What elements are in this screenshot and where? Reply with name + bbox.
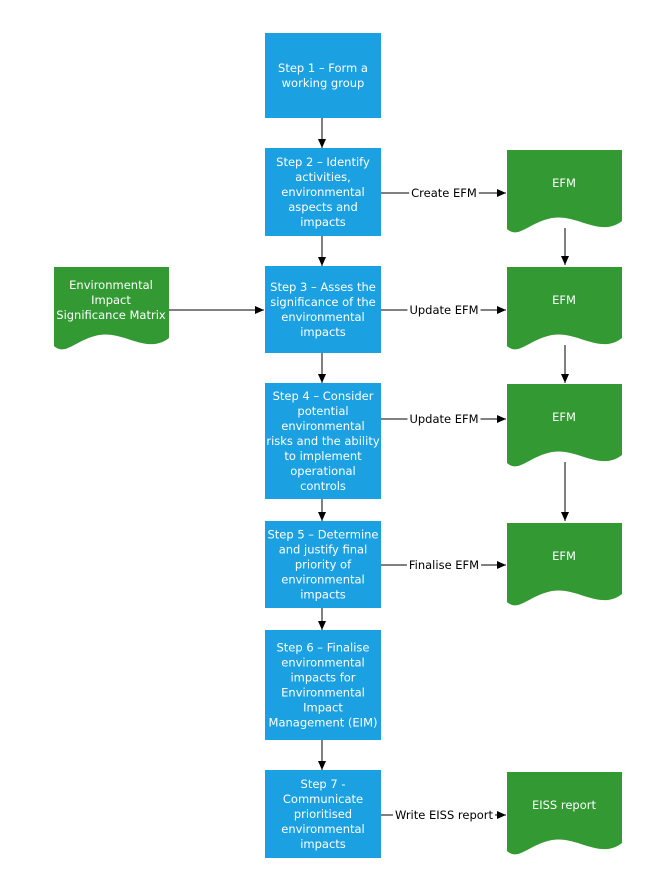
eiss-report-document: EISS report — [507, 772, 622, 855]
label-line: risks and the ability — [266, 434, 379, 448]
edge-label-create-efm: Create EFM — [409, 185, 479, 201]
label-line: impacts — [300, 837, 346, 851]
label-line: EFM — [552, 410, 576, 424]
label-line: working group — [282, 76, 365, 90]
label-line: Step 3 – Asses the — [270, 280, 376, 294]
label-line: environmental — [281, 310, 364, 324]
label-line: Step 7 - — [301, 777, 346, 791]
label-line: Management (EIM) — [269, 716, 378, 730]
efm-document-1: EFM — [507, 150, 622, 233]
label-line: environmental — [281, 573, 364, 587]
eiss-report-label: EISS report — [532, 798, 597, 812]
svg-text:Update EFM: Update EFM — [409, 303, 478, 317]
edge-label-write-eiss-report: Write EISS report — [392, 807, 496, 823]
label-line: EISS report — [532, 798, 597, 812]
label-line: prioritised — [294, 807, 352, 821]
label-line: aspects and — [288, 200, 358, 214]
label-line: activities, — [295, 170, 351, 184]
label-line: impacts — [300, 215, 346, 229]
label-line: Environmental — [69, 278, 153, 292]
label-line: Significance Matrix — [56, 308, 166, 322]
label-line: Step 5 – Determine — [267, 528, 378, 542]
label-line: potential — [297, 404, 348, 418]
svg-text:Create EFM: Create EFM — [411, 186, 477, 200]
efm-document-2: EFM — [507, 267, 622, 350]
svg-text:Update EFM: Update EFM — [409, 412, 478, 426]
label-line: controls — [300, 479, 346, 493]
label-line: to implement — [284, 449, 362, 463]
label-line: Step 4 – Consider — [273, 389, 374, 403]
efm-document-2-label: EFM — [552, 293, 576, 307]
svg-text:Write EISS report: Write EISS report — [395, 808, 494, 822]
label-line: and justify final — [279, 543, 368, 557]
label-line: environmental — [281, 656, 364, 670]
label-line: environmental — [281, 185, 364, 199]
efm-document-3-label: EFM — [552, 410, 576, 424]
label-line: Step 2 – Identify — [276, 155, 370, 169]
label-line: priority of — [295, 558, 352, 572]
label-line: Impact — [91, 293, 131, 307]
efm-document-4: EFM — [507, 523, 622, 606]
efm-document-1-label: EFM — [552, 176, 576, 190]
edge-label-update-efm-1: Update EFM — [407, 302, 481, 318]
label-line: environmental — [281, 419, 364, 433]
label-line: EFM — [552, 176, 576, 190]
edge-label-update-efm-2: Update EFM — [407, 411, 481, 427]
label-line: Communicate — [283, 792, 363, 806]
label-line: impacts — [300, 588, 346, 602]
efm-document-4-label: EFM — [552, 549, 576, 563]
label-line: Impact — [303, 701, 343, 715]
label-line: Step 1 – Form a — [278, 61, 368, 75]
label-line: EFM — [552, 549, 576, 563]
label-line: Environmental — [281, 686, 365, 700]
label-line: impacts — [300, 325, 346, 339]
efm-document-3: EFM — [507, 384, 622, 467]
svg-text:Finalise EFM: Finalise EFM — [409, 558, 479, 572]
label-line: environmental — [281, 822, 364, 836]
label-line: impacts for — [290, 671, 355, 685]
label-line: significance of the — [270, 295, 376, 309]
label-line: EFM — [552, 293, 576, 307]
label-line: operational — [290, 464, 355, 478]
label-line: Step 6 – Finalise — [277, 641, 370, 655]
edge-label-finalise-efm: Finalise EFM — [406, 557, 482, 573]
